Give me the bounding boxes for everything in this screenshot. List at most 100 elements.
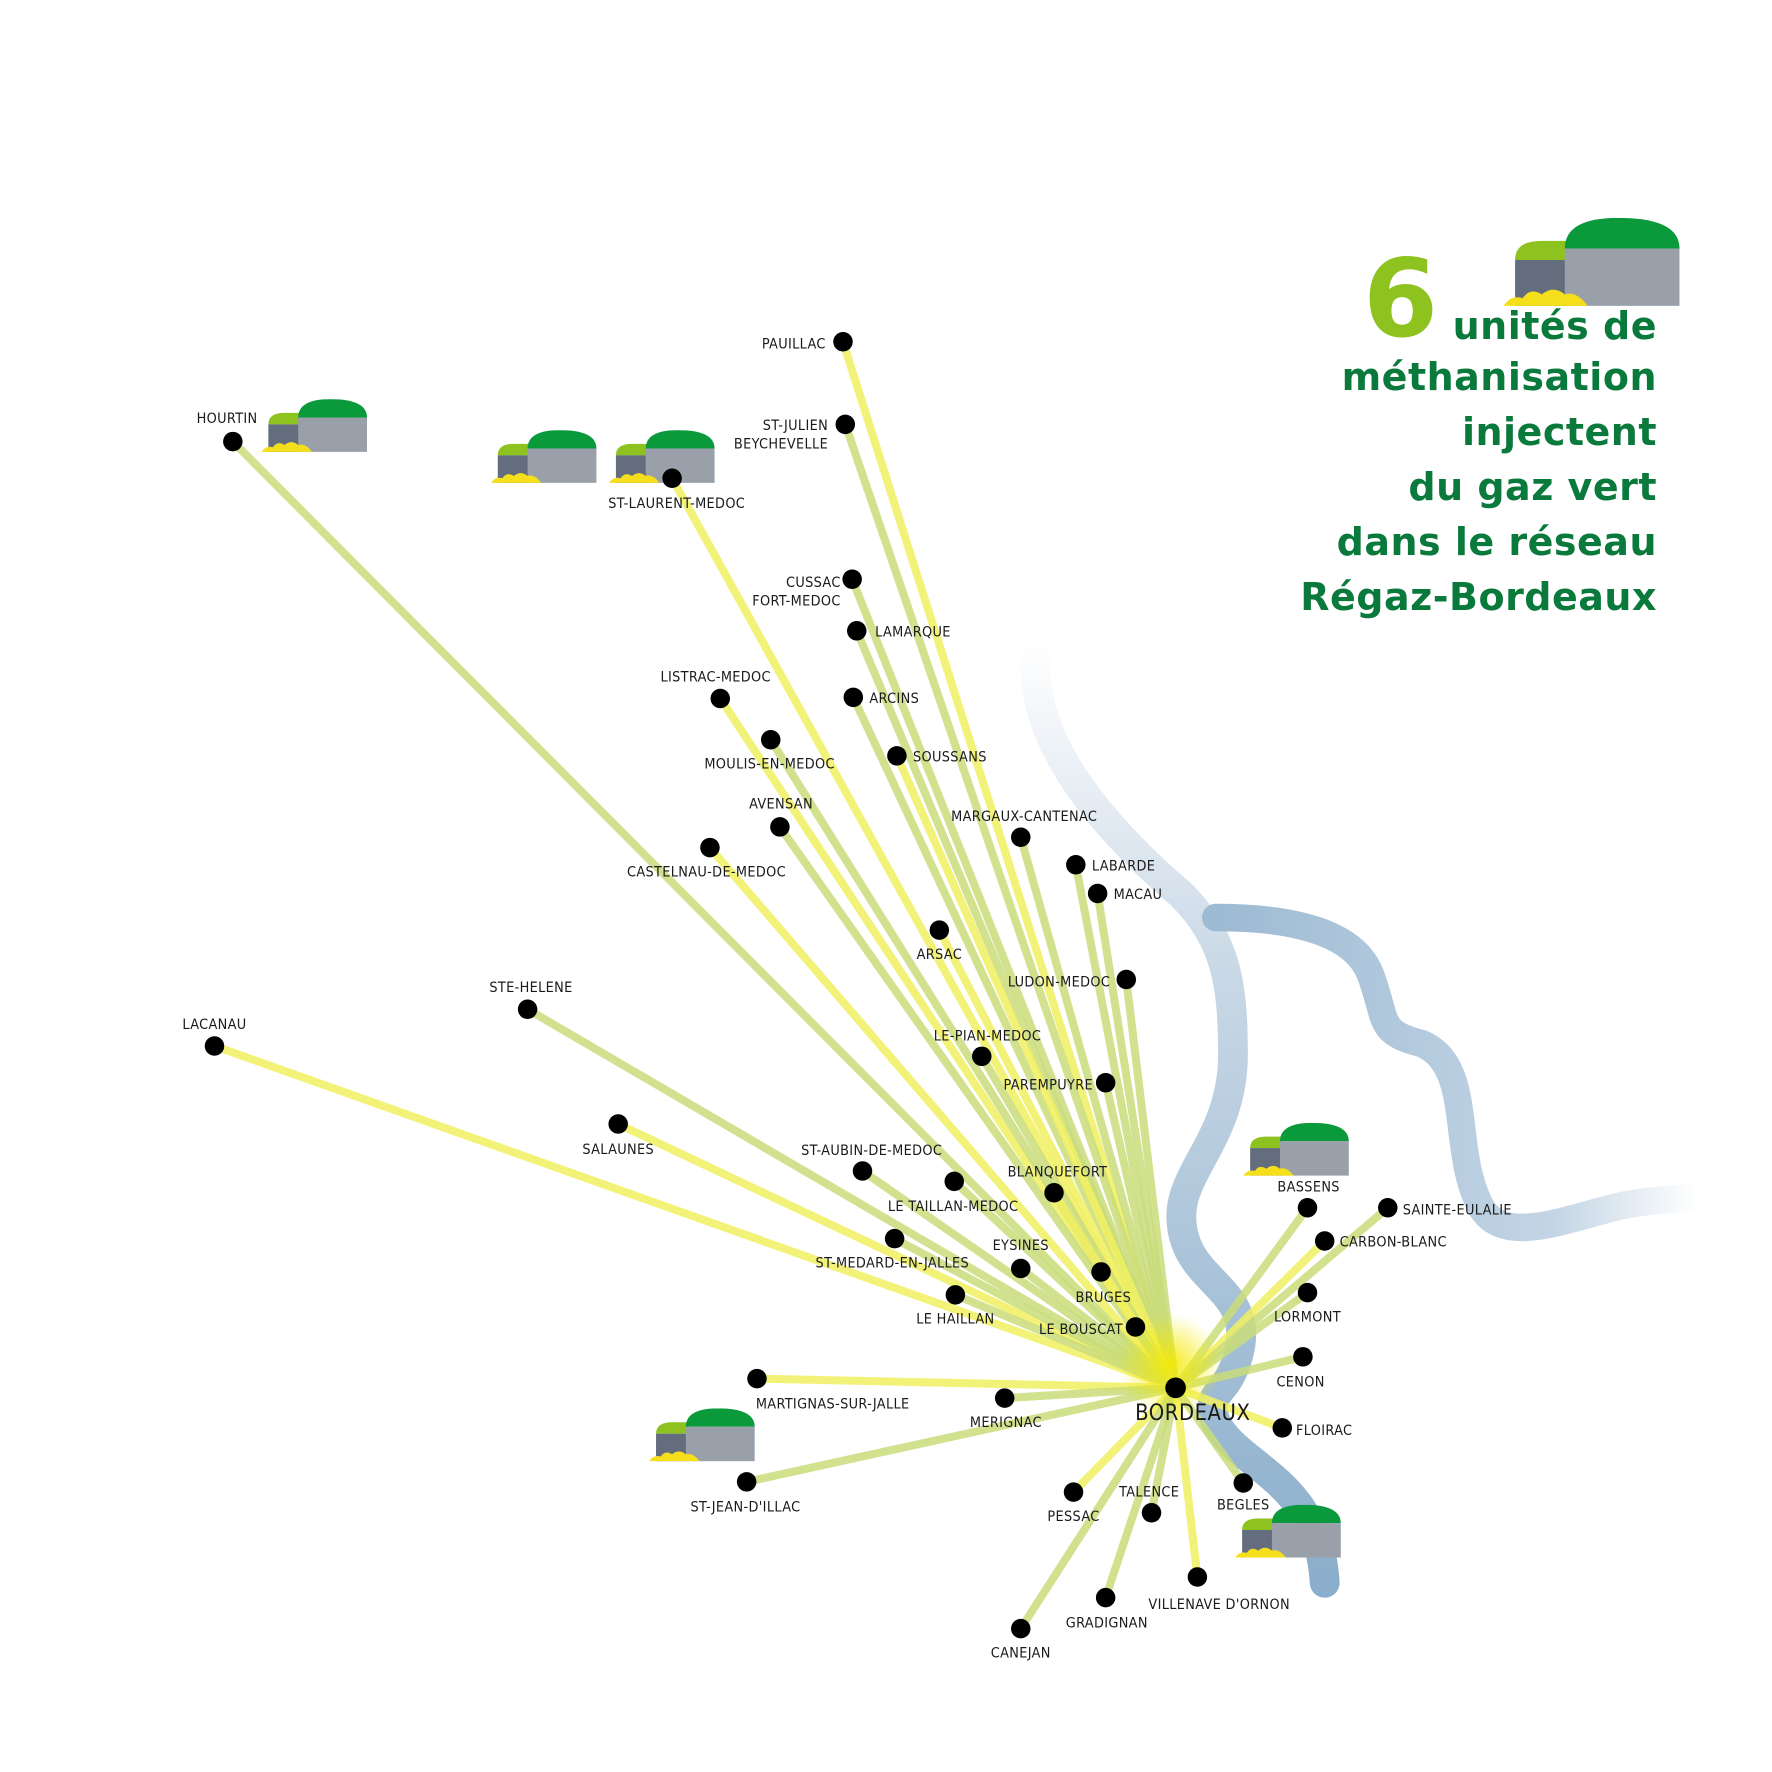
place-arsac[interactable]: ARSAC bbox=[917, 920, 963, 963]
place-label: ST-LAURENT-MEDOC bbox=[608, 496, 745, 512]
place-canejan[interactable]: CANEJAN bbox=[991, 1618, 1051, 1661]
place-martignas-sur-jalle[interactable]: MARTIGNAS-SUR-JALLE bbox=[747, 1368, 909, 1413]
place-node[interactable] bbox=[1011, 1258, 1031, 1279]
place-pauillac[interactable]: PAUILLAC bbox=[762, 332, 853, 353]
place-node[interactable] bbox=[833, 332, 853, 352]
place-hourtin[interactable]: HOURTIN bbox=[197, 411, 258, 452]
place-st-jean-d-illac[interactable]: ST-JEAN-D'ILLAC bbox=[691, 1472, 801, 1516]
place-villenave-d-ornon[interactable]: VILLENAVE D'ORNON bbox=[1148, 1567, 1290, 1613]
place-node[interactable] bbox=[852, 1161, 873, 1181]
place-node[interactable] bbox=[1297, 1282, 1318, 1303]
place-node[interactable] bbox=[842, 569, 862, 589]
place-label: CANEJAN bbox=[991, 1645, 1051, 1661]
place-node[interactable] bbox=[1044, 1183, 1064, 1203]
place-blanquefort[interactable]: BLANQUEFORT bbox=[1008, 1165, 1108, 1203]
place-node[interactable] bbox=[847, 621, 867, 641]
place-node[interactable] bbox=[835, 414, 856, 435]
place-node[interactable] bbox=[1011, 827, 1031, 848]
place-node[interactable] bbox=[884, 1228, 905, 1249]
place-node[interactable] bbox=[517, 999, 538, 1020]
place-node[interactable] bbox=[1116, 969, 1137, 990]
place-eysines[interactable]: EYSINES bbox=[993, 1238, 1049, 1279]
place-ste-helene[interactable]: STE-HELENE bbox=[489, 980, 572, 1020]
place-le-haillan[interactable]: LE HAILLAN bbox=[916, 1285, 994, 1328]
place-node[interactable] bbox=[770, 817, 790, 837]
place-lormont[interactable]: LORMONT bbox=[1274, 1282, 1341, 1325]
place-arcins[interactable]: ARCINS bbox=[843, 687, 920, 708]
place-node[interactable] bbox=[1066, 855, 1086, 875]
place-label: ST-AUBIN-DE-MEDOC bbox=[801, 1143, 942, 1159]
place-label: PAREMPUYRE bbox=[1004, 1078, 1094, 1094]
place-st-aubin-de-medoc[interactable]: ST-AUBIN-DE-MEDOC bbox=[801, 1143, 942, 1181]
place-node[interactable] bbox=[887, 746, 907, 766]
place-node[interactable] bbox=[1141, 1503, 1162, 1523]
place-label: CARBON-BLANC bbox=[1340, 1235, 1447, 1251]
place-node[interactable] bbox=[994, 1388, 1015, 1408]
place-node[interactable] bbox=[944, 1171, 964, 1192]
place-avensan[interactable]: AVENSAN bbox=[749, 797, 813, 837]
place-st-laurent-medoc[interactable]: ST-LAURENT-MEDOC bbox=[608, 468, 745, 513]
place-node[interactable] bbox=[1095, 1587, 1116, 1608]
place-le-taillan-medoc[interactable]: LE TAILLAN-MEDOC bbox=[888, 1171, 1018, 1216]
place-node[interactable] bbox=[1125, 1317, 1146, 1337]
place-lacanau[interactable]: LACANAU bbox=[182, 1017, 246, 1056]
place-node[interactable] bbox=[1087, 883, 1108, 904]
place-node[interactable] bbox=[223, 431, 243, 452]
place-talence[interactable]: TALENCE bbox=[1118, 1485, 1179, 1523]
place-node[interactable] bbox=[608, 1114, 628, 1134]
link-st-julien bbox=[841, 420, 1180, 1392]
place-margaux-cantenac[interactable]: MARGAUX-CANTENAC bbox=[951, 809, 1097, 848]
place-node[interactable] bbox=[1297, 1197, 1318, 1218]
place-begles[interactable]: BEGLES bbox=[1217, 1473, 1270, 1513]
place-node[interactable] bbox=[1272, 1418, 1293, 1438]
place-node[interactable] bbox=[1378, 1197, 1398, 1218]
place-node[interactable] bbox=[1233, 1473, 1254, 1493]
place-node[interactable] bbox=[1314, 1231, 1335, 1251]
place-castelnau-de-medoc[interactable]: CASTELNAU-DE-MEDOC bbox=[627, 837, 786, 880]
place-node[interactable] bbox=[204, 1036, 225, 1056]
place-le-bouscat[interactable]: LE BOUSCAT bbox=[1039, 1317, 1146, 1338]
place-macau[interactable]: MACAU bbox=[1087, 883, 1162, 904]
place-label: BEGLES bbox=[1217, 1497, 1270, 1513]
place-node[interactable] bbox=[1091, 1262, 1111, 1282]
place-node[interactable] bbox=[1293, 1347, 1313, 1367]
place-gradignan[interactable]: GRADIGNAN bbox=[1066, 1587, 1148, 1632]
place-node[interactable] bbox=[843, 687, 864, 708]
place-bassens[interactable]: BASSENS bbox=[1277, 1180, 1340, 1218]
place-moulis-en-medoc[interactable]: MOULIS-EN-MEDOC bbox=[704, 730, 834, 772]
place-labarde[interactable]: LABARDE bbox=[1066, 855, 1155, 875]
place-node[interactable] bbox=[662, 468, 682, 489]
place-salaunes[interactable]: SALAUNES bbox=[582, 1114, 654, 1158]
place-lamarque[interactable]: LAMARQUE bbox=[847, 621, 951, 641]
place-node[interactable] bbox=[972, 1046, 992, 1067]
place-st-medard-en-jalles[interactable]: ST-MEDARD-EN-JALLES bbox=[816, 1228, 970, 1271]
place-ludon-medoc[interactable]: LUDON-MEDOC bbox=[1008, 969, 1137, 991]
place-node[interactable] bbox=[1011, 1618, 1031, 1639]
place-node[interactable] bbox=[747, 1368, 767, 1389]
place-carbon-blanc[interactable]: CARBON-BLANC bbox=[1314, 1231, 1447, 1251]
place-parempuyre[interactable]: PAREMPUYRE bbox=[1004, 1072, 1116, 1094]
place-node[interactable] bbox=[760, 730, 781, 750]
place-node[interactable] bbox=[710, 688, 731, 709]
place-bruges[interactable]: BRUGES bbox=[1076, 1262, 1132, 1306]
place-cenon[interactable]: CENON bbox=[1276, 1347, 1324, 1391]
place-node[interactable] bbox=[1095, 1072, 1116, 1093]
hub-bordeaux[interactable]: BORDEAUX bbox=[1135, 1377, 1250, 1426]
place-soussans[interactable]: SOUSSANS bbox=[887, 746, 987, 766]
place-pessac[interactable]: PESSAC bbox=[1047, 1482, 1099, 1525]
place-floirac[interactable]: FLOIRAC bbox=[1272, 1418, 1353, 1439]
place-node[interactable] bbox=[700, 837, 720, 858]
hub-node[interactable] bbox=[1165, 1377, 1186, 1399]
place-node[interactable] bbox=[1063, 1482, 1084, 1502]
place-node[interactable] bbox=[1187, 1567, 1208, 1587]
place-listrac-medoc[interactable]: LISTRAC-MEDOC bbox=[660, 669, 771, 709]
place-node[interactable] bbox=[929, 920, 950, 940]
place-merignac[interactable]: MERIGNAC bbox=[970, 1388, 1042, 1431]
place-le-pian-medoc[interactable]: LE-PIAN-MEDOC bbox=[934, 1028, 1041, 1067]
headline-line-4: du gaz vert bbox=[1408, 465, 1657, 509]
place-node[interactable] bbox=[945, 1285, 966, 1305]
place-sainte-eulalie[interactable]: SAINTE-EULALIE bbox=[1378, 1197, 1512, 1219]
place-node[interactable] bbox=[736, 1472, 757, 1492]
